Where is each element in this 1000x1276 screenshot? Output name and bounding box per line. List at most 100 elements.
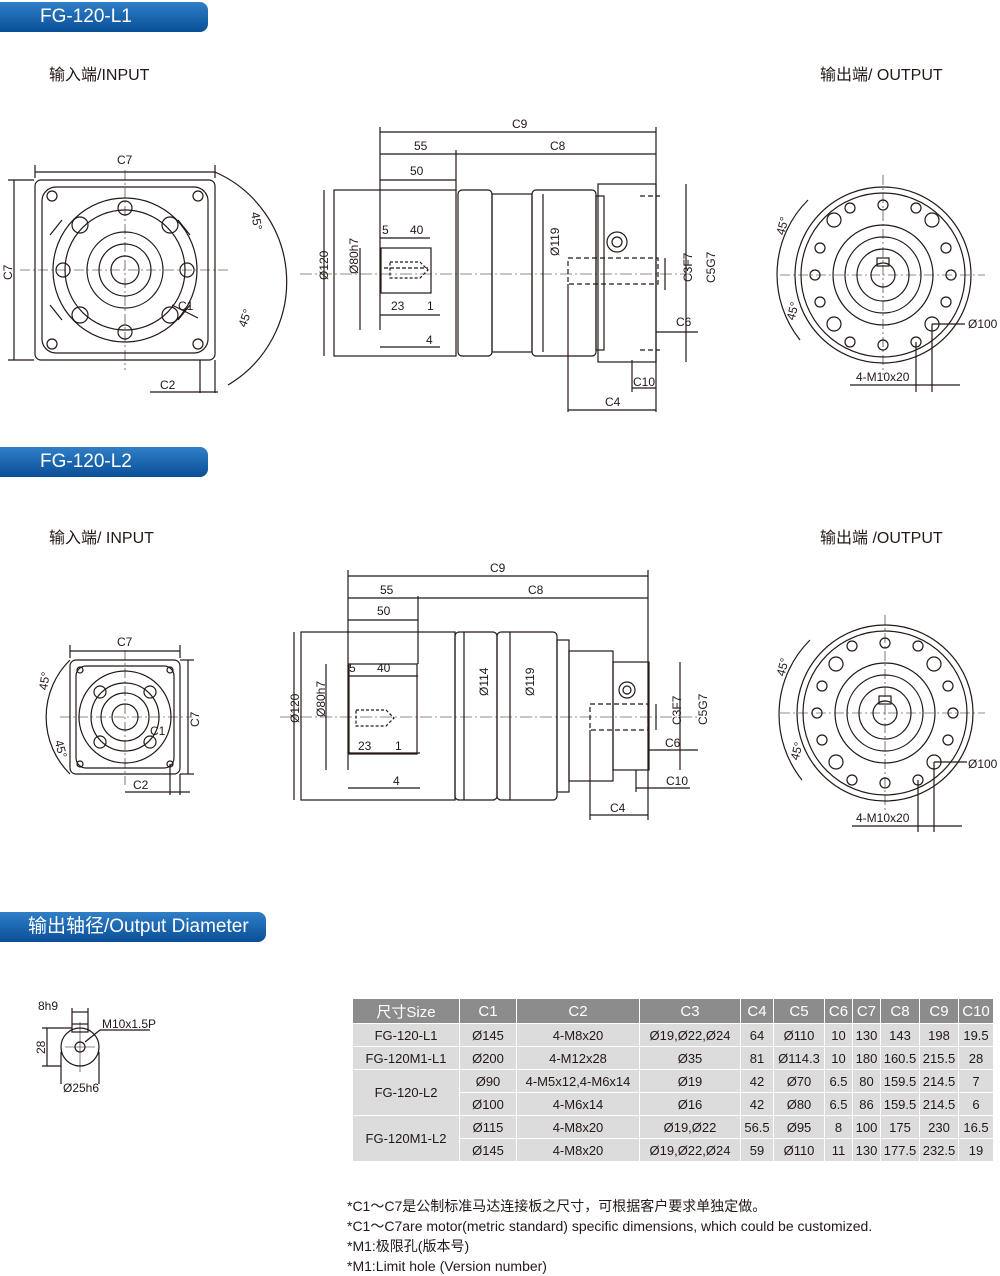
- cell: 4-M6x14: [516, 1092, 640, 1116]
- cell: Ø95: [773, 1115, 825, 1139]
- cell: 4-M8x20: [516, 1115, 640, 1139]
- l1-input-c1: C1: [178, 299, 194, 313]
- cell: 6: [958, 1092, 994, 1116]
- table-row: FG-120M1-L2 Ø115 4-M8x20 Ø19,Ø22 56.5 Ø9…: [352, 1115, 994, 1162]
- l2-side-c6: C6: [665, 736, 681, 750]
- l2-side-dia119: Ø119: [523, 667, 537, 696]
- cell: Ø70: [773, 1069, 825, 1093]
- l2-side-view: [280, 570, 700, 820]
- l2-side-40: 40: [377, 661, 391, 675]
- l1-output-angle-1: 45°: [773, 215, 791, 236]
- cell: 143: [880, 1023, 920, 1047]
- header-c5: C5: [773, 998, 825, 1024]
- cell: 19: [958, 1138, 994, 1162]
- cell: 7: [958, 1069, 994, 1093]
- l1-side-c8: C8: [550, 139, 566, 153]
- l2-output-view: [778, 615, 985, 832]
- l1-input-c7-top: C7: [117, 153, 133, 167]
- cell: 130: [852, 1138, 881, 1162]
- l2-side-5: 5: [349, 661, 356, 675]
- cell: Ø145: [459, 1023, 517, 1047]
- cell: 10: [824, 1023, 853, 1047]
- cell: 100: [852, 1115, 881, 1139]
- spec-table-header: 尺寸Size C1 C2 C3 C4 C5 C6 C7 C8 C9 C10: [352, 998, 994, 1024]
- l1-input-flange-view: [8, 165, 288, 393]
- cell-model: FG-120-L1: [352, 1023, 460, 1047]
- cell: Ø19: [639, 1069, 741, 1093]
- l2-side-c9: C9: [490, 561, 506, 575]
- cell: Ø200: [459, 1046, 517, 1070]
- l1-side-c6: C6: [676, 315, 692, 329]
- l1-side-c10: C10: [633, 375, 655, 389]
- l1-output-label: 输出端/ OUTPUT: [820, 67, 943, 84]
- header-c4: C4: [740, 998, 774, 1024]
- cell: 64: [740, 1023, 774, 1047]
- l2-output-holes: 4-M10x20: [856, 811, 910, 825]
- cell: Ø19,Ø22,Ø24: [639, 1138, 741, 1162]
- l1-input-angle-2: 45°: [235, 307, 254, 329]
- cell: 6.5: [824, 1092, 853, 1116]
- l2-input-c2: C2: [133, 778, 149, 792]
- l2-side-c4: C4: [610, 801, 626, 815]
- cell: Ø115: [459, 1115, 517, 1139]
- cell: 19.5: [958, 1023, 994, 1047]
- output-shaft-diagram: [42, 1008, 150, 1084]
- l2-side-4: 4: [393, 774, 400, 788]
- cell: 86: [852, 1092, 881, 1116]
- l2-input-angle-2: 45°: [52, 738, 70, 759]
- cell: Ø110: [773, 1138, 825, 1162]
- cell: Ø16: [639, 1092, 741, 1116]
- l2-output-angle-2: 45°: [788, 740, 806, 761]
- cell: 28: [958, 1046, 994, 1070]
- cell: 4-M8x20: [516, 1138, 640, 1162]
- l1-output-dia100: Ø100: [968, 317, 998, 331]
- header-c10: C10: [958, 998, 994, 1024]
- l2-side-c10: C10: [666, 774, 688, 788]
- cell: Ø35: [639, 1046, 741, 1070]
- cell: 11: [824, 1138, 853, 1162]
- cell: 6.5: [824, 1069, 853, 1093]
- l2-side-55: 55: [380, 583, 394, 597]
- l1-side-dia80: Ø80h7: [347, 238, 361, 274]
- cell: Ø19,Ø22: [639, 1115, 741, 1139]
- l2-input-c1: C1: [150, 724, 166, 738]
- l1-side-23: 23: [391, 299, 405, 313]
- table-row: FG-120M1-L1 Ø200 4-M12x28 Ø35 81 Ø114.3 …: [352, 1046, 994, 1070]
- l2-side-dia80: Ø80h7: [314, 681, 328, 717]
- cell-model: FG-120M1-L1: [352, 1046, 460, 1070]
- l1-side-c9: C9: [512, 117, 528, 131]
- l1-side-dia119: Ø119: [548, 227, 562, 256]
- cell-model: FG-120-L2: [352, 1069, 460, 1116]
- cell: 159.5: [880, 1069, 920, 1093]
- l1-side-c3: C3F7: [681, 252, 695, 282]
- cell: 56.5: [740, 1115, 774, 1139]
- cell: Ø19,Ø22,Ø24: [639, 1023, 741, 1047]
- cell: 10: [824, 1046, 853, 1070]
- note-line: *M1:Limit hole (Version number): [347, 1258, 547, 1274]
- l2-side-1: 1: [395, 739, 402, 753]
- l2-input-flange-view: [45, 645, 194, 795]
- section-title-l2: FG-120-L2: [0, 447, 208, 477]
- l1-input-c7-side: C7: [1, 264, 15, 280]
- table-row: FG-120-L1 Ø145 4-M8x20 Ø19,Ø22,Ø24 64 Ø1…: [352, 1023, 994, 1047]
- cell: 160.5: [880, 1046, 920, 1070]
- l1-output-view: [776, 175, 985, 392]
- l2-input-c7-side: C7: [188, 711, 202, 727]
- shaft-diameter: Ø25h6: [63, 1081, 99, 1095]
- cell: 232.5: [919, 1138, 959, 1162]
- header-c3: C3: [639, 998, 741, 1024]
- cell: Ø114.3: [773, 1046, 825, 1070]
- note-line: *C1～C7是公制标准马达连接板之尺寸，可根据客户要求单独定做。: [347, 1198, 767, 1214]
- l2-output-dia100: Ø100: [968, 757, 998, 771]
- l2-side-dia114: Ø114: [477, 667, 491, 696]
- cell: 16.5: [958, 1115, 994, 1139]
- l2-input-label: 输入端/ INPUT: [49, 530, 154, 547]
- cell: 214.5: [919, 1069, 959, 1093]
- l2-input-angle-1: 45°: [36, 671, 53, 692]
- l2-side-dia120: Ø120: [288, 693, 302, 723]
- l1-side-c5: C5G7: [704, 251, 718, 283]
- l1-side-1: 1: [427, 299, 434, 313]
- table-row: Ø100 4-M6x14 Ø16 42 Ø80 6.5 86 159.5 214…: [353, 1092, 994, 1116]
- cell: 198: [919, 1023, 959, 1047]
